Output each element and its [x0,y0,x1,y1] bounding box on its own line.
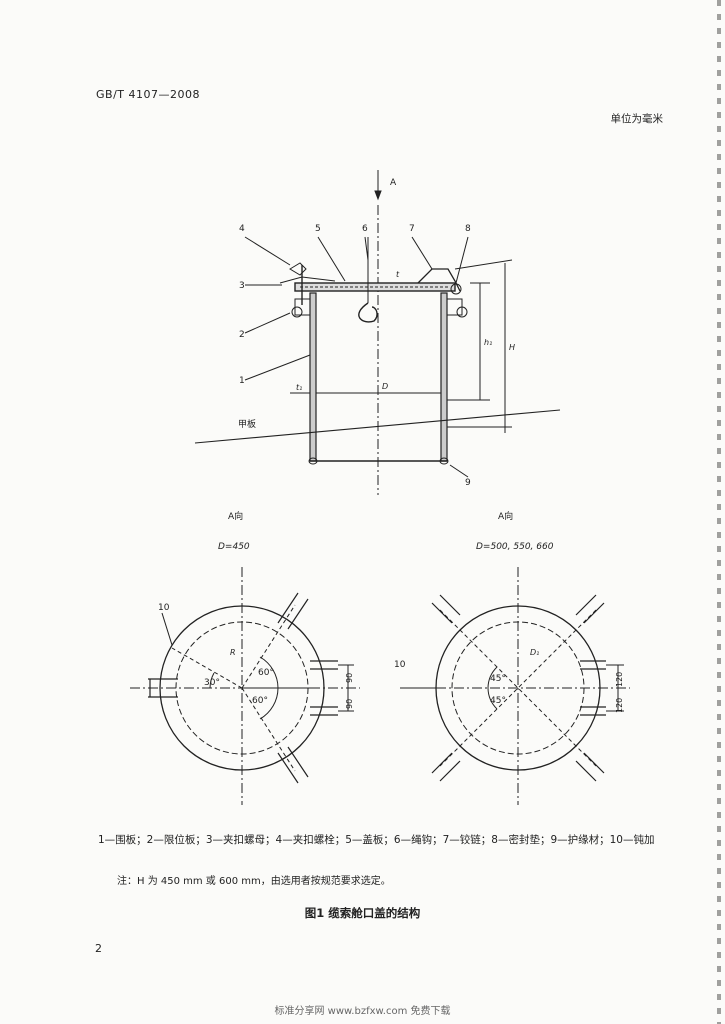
angle-45-top: 45° [490,674,506,684]
figure-caption: 图1 缆索舱口盖的结构 [304,906,421,920]
radius-label: R [230,648,236,657]
dim-t: t [396,270,400,279]
callout-7: 7 [409,224,415,234]
view-subtitle: D=500, 550, 660 [476,542,554,552]
dim-t1: t₁ [296,383,302,392]
footer-watermark: 标准分享网 www.bzfxw.com 免费下载 [274,1006,451,1017]
standard-code: GB/T 4107—2008 [96,88,200,101]
dim-120-top: 120 [615,672,624,687]
figure-legend: 1—围板；2—限位板；3—夹扣螺母；4—夹扣螺栓；5—盖板；6—绳钩；7—铰链；… [98,834,655,846]
main-section-drawing: A 4 3 2 1 5 6 7 8 9 t t₁ D h₁ H 甲板 [194,170,561,495]
unit-note: 单位为毫米 [610,113,664,125]
dim-H: H [509,343,515,352]
callout-9: 9 [465,478,471,488]
angle-30: 30° [204,678,220,688]
angle-45-bottom: 45° [490,696,506,706]
dim-120-bottom: 120 [615,698,624,713]
dim-90-bottom: 90 [345,699,354,709]
plan-view-d500: A向 D=500, 550, 660 10 45° 45° D₁ 120 120 [394,510,630,805]
dim-90-top: 90 [345,673,354,683]
callout-5: 5 [315,224,321,234]
dim-D: D [382,382,388,391]
view-subtitle: D=450 [218,542,250,552]
angle-60-top: 60° [258,668,274,678]
view-title: A向 [498,510,513,522]
callout-2: 2 [239,330,245,340]
callout-1: 1 [239,376,245,386]
direction-label: A [390,178,397,188]
callout-4: 4 [239,224,245,234]
angle-60-bottom: 60° [252,696,268,706]
callout-10: 10 [394,660,406,670]
callout-10: 10 [158,603,170,613]
callout-8: 8 [465,224,471,234]
deck-label: 甲板 [238,418,256,430]
dim-h1: h₁ [484,338,492,347]
view-title: A向 [228,510,243,522]
callout-3: 3 [239,281,245,291]
callout-6: 6 [362,224,368,234]
figure-note: 注：H 为 450 mm 或 600 mm，由选用者按规范要求选定。 [117,876,391,887]
scan-edge-mark [717,0,721,1024]
page-number: 2 [95,942,102,955]
plan-view-d450: A向 D=450 10 30° 60° 60° R 90 90 [130,510,360,805]
radius-label: D₁ [530,648,539,657]
